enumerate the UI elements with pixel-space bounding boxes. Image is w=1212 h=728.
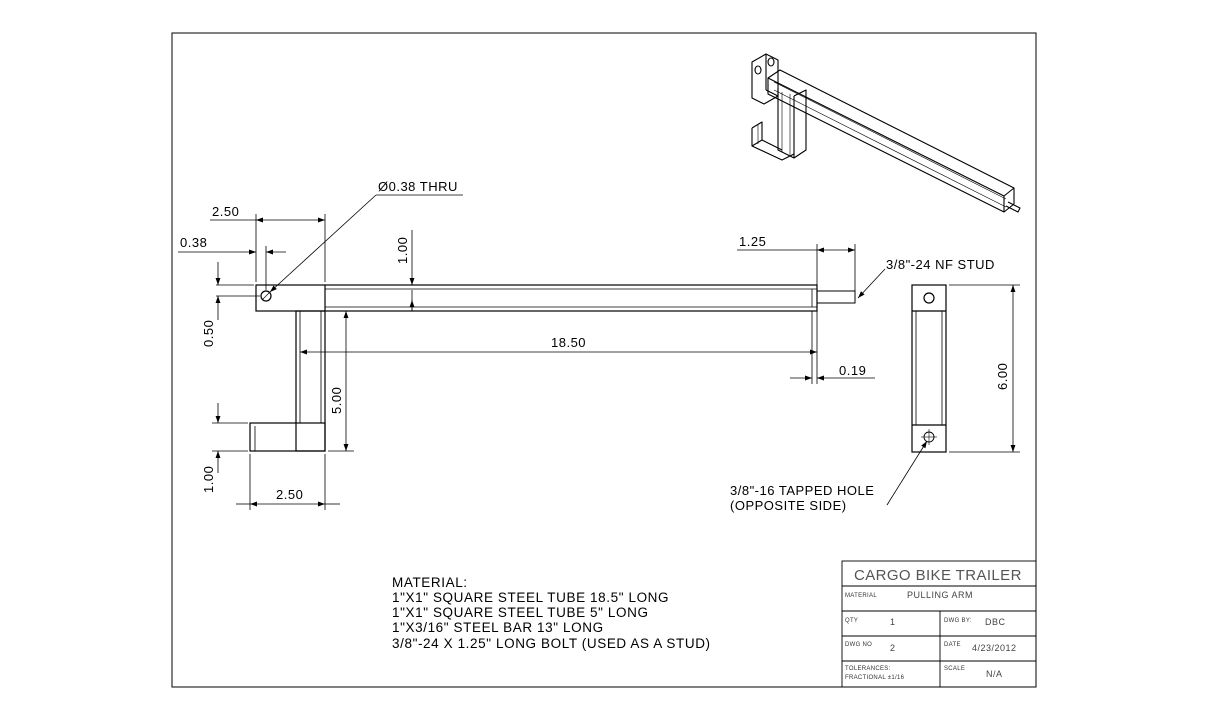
callout-thru-hole: Ø0.38 THRU — [378, 179, 458, 194]
thru-hole-icon — [260, 290, 272, 302]
tb-date-value: 4/23/2012 — [972, 643, 1017, 653]
tb-scale-value: N/A — [986, 669, 1003, 679]
title-block-title: CARGO BIKE TRAILER — [854, 567, 1022, 584]
tb-tolerances-value: FRACTIONAL ±1/16 — [845, 675, 905, 681]
tb-scale-label: SCALE — [944, 666, 965, 672]
dim-0-38: 0.38 — [180, 235, 207, 250]
tb-qty-label: QTY — [845, 618, 858, 624]
stud — [816, 290, 856, 304]
drawing-border — [171, 32, 1037, 688]
tb-drawn-by-value: DBC — [985, 617, 1006, 627]
side-view — [911, 284, 947, 453]
front-view-dimensions — [178, 194, 886, 510]
callout-stud: 3/8"-24 NF STUD — [886, 257, 995, 272]
dim-1-00-vertical: 1.00 — [395, 237, 410, 264]
material-line-2: 1"X1" SQUARE STEEL TUBE 5" LONG — [392, 605, 649, 620]
callout-tapped-line1: 3/8"-16 TAPPED HOLE — [730, 483, 874, 498]
dim-6-00: 6.00 — [995, 363, 1010, 390]
tb-drawn-by-label: DWG BY: — [944, 618, 972, 624]
side-hole-icon — [923, 292, 935, 304]
dim-5-00: 5.00 — [329, 387, 344, 414]
dim-2-50-top: 2.50 — [212, 204, 239, 219]
side-view-dimensions — [886, 284, 1020, 506]
dim-2-50-bottom: 2.50 — [276, 487, 303, 502]
tb-tolerances-label: TOLERANCES: — [845, 666, 891, 672]
dim-18-50: 18.50 — [551, 335, 586, 350]
isometric-view — [751, 53, 1021, 213]
tb-date-label: DATE — [944, 642, 961, 648]
tb-dwg-no-label: DWG NO — [845, 642, 872, 648]
dim-0-50: 0.50 — [201, 320, 216, 347]
material-line-4: 3/8"-24 X 1.25" LONG BOLT (USED AS A STU… — [392, 636, 711, 651]
tb-part-name: PULLING ARM — [907, 590, 973, 600]
dim-1-25: 1.25 — [739, 234, 766, 249]
tb-dwg-no-value: 2 — [890, 643, 896, 653]
tb-qty-value: 1 — [890, 617, 896, 627]
callout-tapped-line2: (OPPOSITE SIDE) — [730, 498, 847, 513]
material-line-3: 1"X3/16" STEEL BAR 13" LONG — [392, 620, 604, 635]
title-block — [841, 560, 1037, 688]
material-heading: MATERIAL: — [392, 575, 468, 590]
front-view — [249, 284, 856, 452]
material-line-1: 1"X1" SQUARE STEEL TUBE 18.5" LONG — [392, 590, 669, 605]
foot-bar — [249, 422, 326, 452]
dim-0-19: 0.19 — [839, 363, 866, 378]
dim-1-00-bottom: 1.00 — [201, 466, 216, 493]
tb-material-label: MATERIAL — [845, 593, 877, 599]
